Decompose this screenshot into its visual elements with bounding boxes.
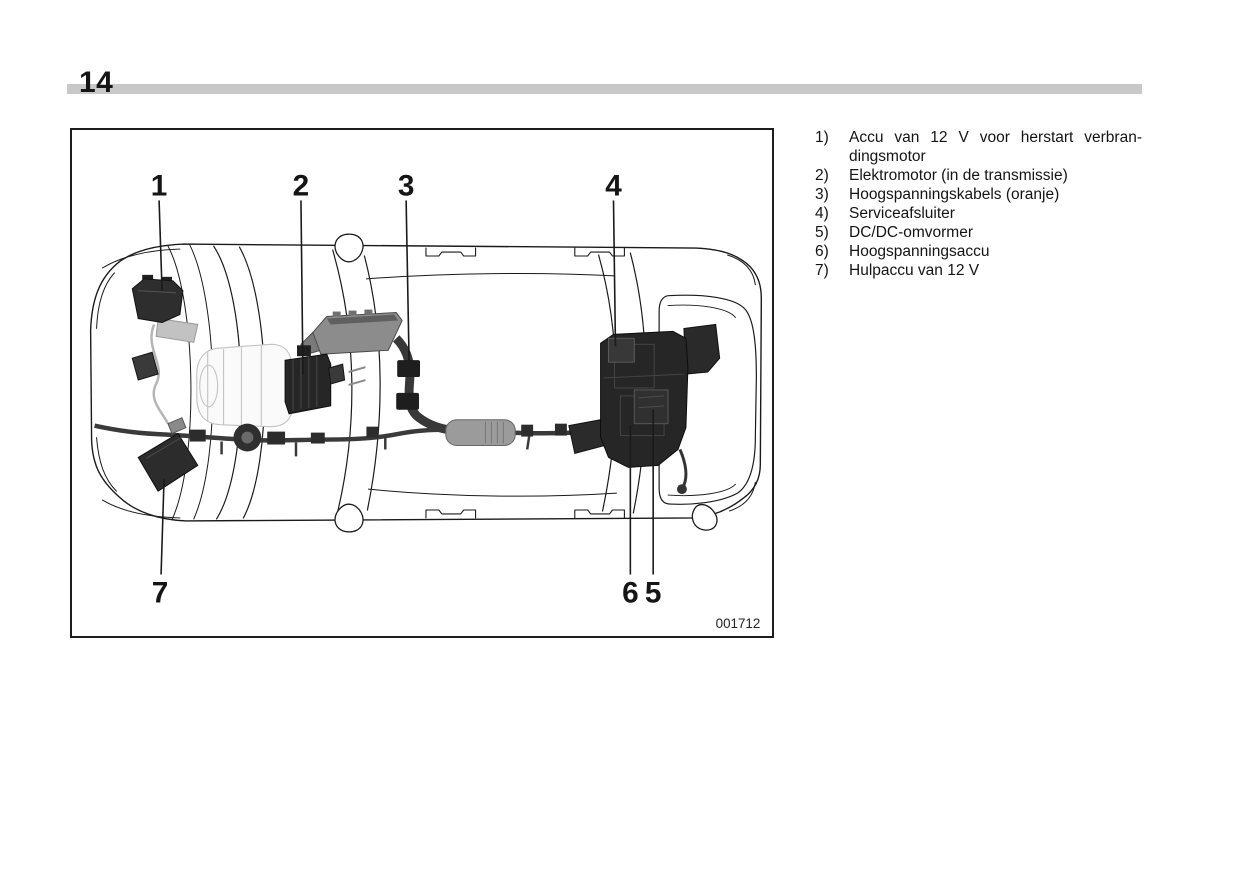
legend-item-number: 4) (815, 205, 829, 222)
header-rule (67, 84, 1142, 94)
legend-item-4: 4) Serviceafsluiter (815, 204, 1142, 223)
service-disconnect-shape (608, 337, 635, 363)
callout-line-7 (160, 479, 165, 575)
legend-item-number: 2) (815, 167, 829, 184)
legend: 1) Accu van 12 V voor herstart verbran- … (815, 128, 1142, 280)
legend-item-6: 6) Hoogspanningsaccu (815, 242, 1142, 261)
legend-item-label: Hoogspanningskabels (oranje) (849, 186, 1060, 203)
engine-transmission-sketch (196, 343, 294, 428)
legend-item-number: 7) (815, 262, 829, 279)
side-mirror-shapes (334, 233, 718, 533)
legend-item-7: 7) Hulpaccu van 12 V (815, 261, 1142, 280)
callout-line-2 (300, 200, 304, 375)
callout-line-1 (158, 200, 163, 291)
legend-item-5: 5) DC/DC-omvormer (815, 223, 1142, 242)
page-number: 14 (79, 66, 114, 99)
legend-item-label: Hulpaccu van 12 V (849, 262, 980, 279)
legend-item-2: 2) Elektromotor (in de transmissie) (815, 166, 1142, 185)
wiring-harness-shape (94, 419, 601, 457)
callout-number-7: 7 (152, 576, 169, 609)
callout-number-1: 1 (151, 169, 168, 202)
aux-battery-12v-shape (137, 417, 199, 492)
legend-item-label: Accu van 12 V voor herstart verbran- din… (849, 129, 1142, 165)
figure-code: 001712 (716, 616, 761, 631)
legend-item-label: Elektromotor (in de transmissie) (849, 167, 1068, 184)
callout-lines (158, 200, 654, 575)
callout-line-3 (405, 200, 410, 363)
legend-item-1: 1) Accu van 12 V voor herstart verbran- … (815, 128, 1142, 166)
hv-cables-shape (392, 335, 449, 435)
callout-number-2: 2 (293, 169, 310, 202)
callout-number-6: 6 (622, 576, 639, 609)
callout-number-3: 3 (398, 169, 415, 202)
legend-item-number: 1) (815, 129, 829, 146)
legend-item-number: 5) (815, 224, 829, 241)
car-body-outline (89, 243, 763, 522)
legend-item-3: 3) Hoogspanningskabels (oranje) (815, 185, 1142, 204)
legend-item-number: 6) (815, 243, 829, 260)
engine-cover-shape (300, 309, 403, 355)
legend-item-label: DC/DC-omvormer (849, 224, 973, 241)
callout-line-4 (612, 200, 617, 347)
restart-battery-12v-shape (131, 274, 199, 425)
legend-item-number: 3) (815, 186, 829, 203)
figure-box: 1 2 3 4 7 6 5 001712 (70, 128, 774, 638)
legend-item-label: Hoogspanningsaccu (849, 243, 990, 260)
callout-number-4: 4 (605, 169, 622, 202)
callout-number-5: 5 (645, 576, 662, 609)
electric-motor-shape (284, 345, 366, 415)
car-diagram: 1 2 3 4 7 6 5 001712 (89, 169, 763, 631)
legend-item-label: Serviceafsluiter (849, 205, 955, 222)
dcdc-converter-shape (633, 389, 669, 425)
